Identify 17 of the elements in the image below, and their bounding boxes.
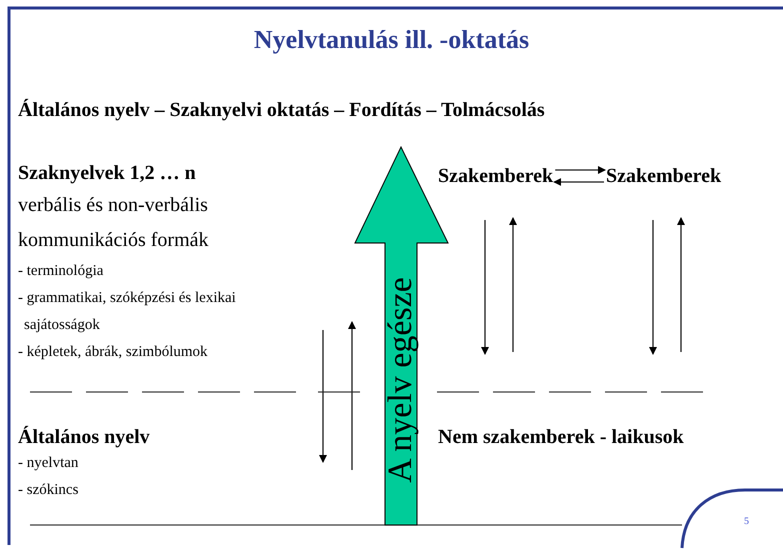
subtitle-text: Általános nyelv – Szaknyelvi oktatás – Fordítás – Tolmácsolás: [18, 98, 545, 123]
slide-title: Nyelvtanulás ill. -oktatás: [252, 24, 530, 56]
page-number: 5: [744, 515, 749, 529]
bullet-item: - nyelvtan: [18, 454, 80, 473]
bullet-item: - képletek, ábrák, szimbólumok: [18, 343, 209, 362]
bullet-item: - szókincs: [18, 481, 80, 500]
section-heading: Szaknyelvek 1,2 … n: [18, 161, 197, 186]
group-label: Szakemberek: [438, 164, 554, 189]
group-label: Szakemberek: [606, 164, 722, 189]
section-heading: Általános nyelv: [18, 424, 151, 450]
bullet-item: - terminológia: [18, 262, 104, 281]
arrow: [553, 178, 604, 186]
vertical-arrow-label: A nyelv egésze: [384, 277, 418, 483]
description-text: verbális és non-verbális kommunikációs formák: [18, 193, 210, 253]
group-label: Nem szakemberek - laikusok: [438, 425, 684, 450]
bullet-item: - grammatikai, szóképzési és lexikai sajátosságok: [18, 289, 237, 335]
arrow: [555, 166, 606, 174]
